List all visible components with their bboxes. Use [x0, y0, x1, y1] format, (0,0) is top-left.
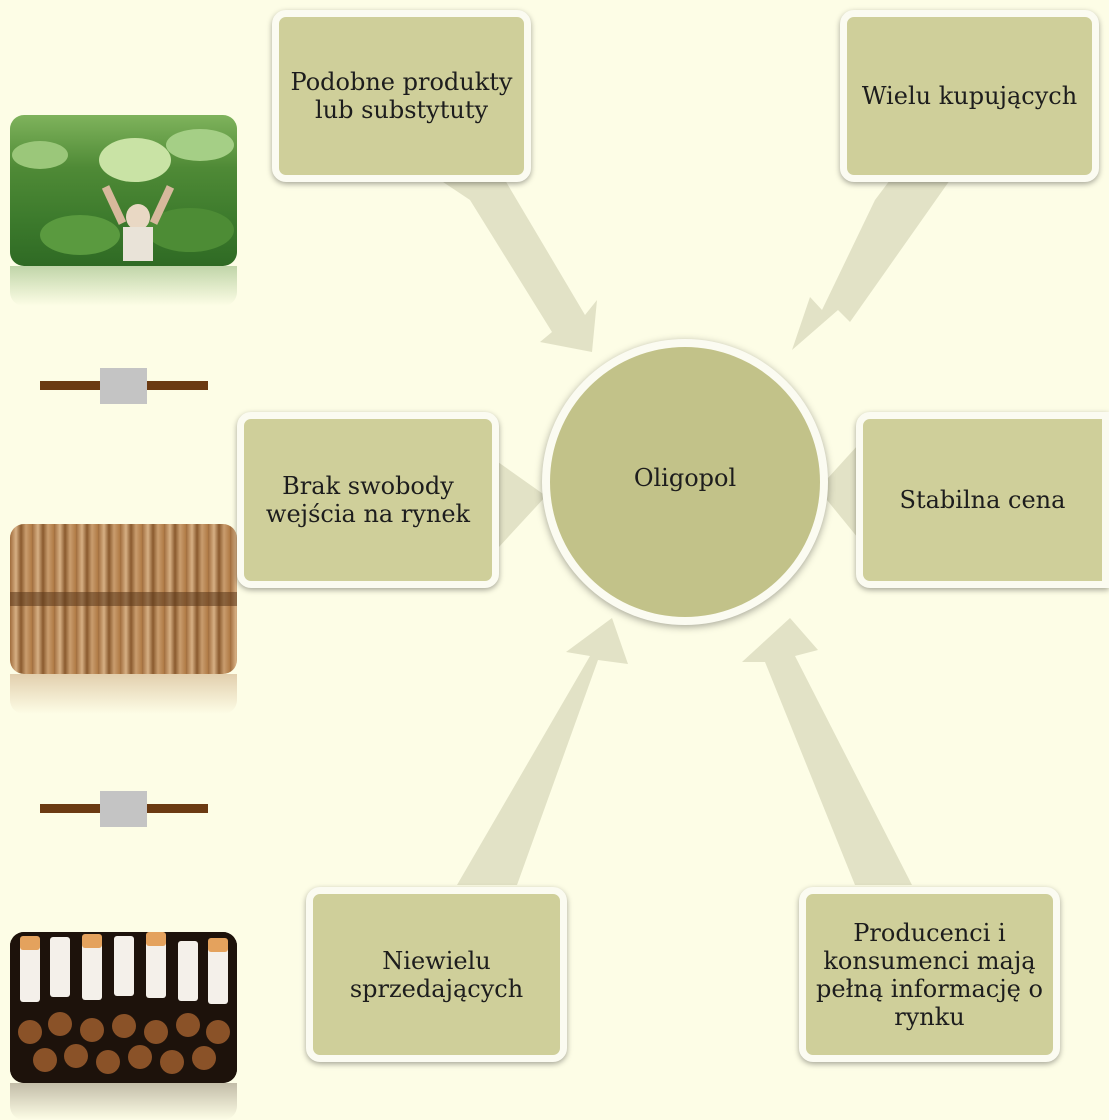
- arrow-top-left: [440, 180, 597, 352]
- node-label: Podobne produkty lub substytuty: [290, 68, 513, 124]
- arrow-bottom-left: [457, 618, 628, 885]
- node-mid-left: Brak swobody wejścia na rynek: [237, 412, 499, 588]
- dried-leaves-reflection: [10, 674, 237, 714]
- connector-knob: [100, 368, 147, 404]
- node-top-left: Podobne produkty lub substytuty: [272, 10, 531, 182]
- dried-tobacco-leaves-photo: [10, 524, 237, 674]
- tobacco-field-photo: [10, 115, 237, 266]
- cigarettes-reflection: [10, 1083, 237, 1120]
- center-label: Oligopol: [633, 464, 737, 492]
- cigarettes-illustration: [10, 932, 237, 1083]
- node-mid-right: Stabilna cena: [856, 412, 1109, 588]
- node-label: Stabilna cena: [899, 486, 1066, 514]
- node-label: Niewielu sprzedających: [349, 946, 524, 1003]
- connector-1: [40, 368, 208, 404]
- arrow-mid-left: [498, 462, 546, 548]
- arrow-bottom-right: [742, 618, 912, 885]
- node-label: Producenci i konsumenci mają pełną infor…: [816, 918, 1043, 1031]
- node-label: Wielu kupujących: [861, 82, 1078, 110]
- node-label: Brak swobody wejścia na rynek: [265, 472, 471, 528]
- tobacco-field-illustration: [12, 129, 234, 261]
- tobacco-field-reflection: [10, 266, 237, 306]
- center-node: Oligopol: [542, 339, 828, 625]
- node-bottom-right: Producenci i konsumenci mają pełną infor…: [799, 887, 1060, 1062]
- node-top-right: Wielu kupujących: [840, 10, 1099, 182]
- leaves-divider: [10, 592, 237, 606]
- arrow-top-right: [792, 180, 950, 350]
- node-bottom-left: Niewielu sprzedających: [306, 887, 567, 1062]
- connector-knob: [100, 791, 147, 827]
- arrow-mid-right: [818, 445, 858, 538]
- connector-2: [40, 791, 208, 827]
- cigarettes-photo: [10, 932, 237, 1083]
